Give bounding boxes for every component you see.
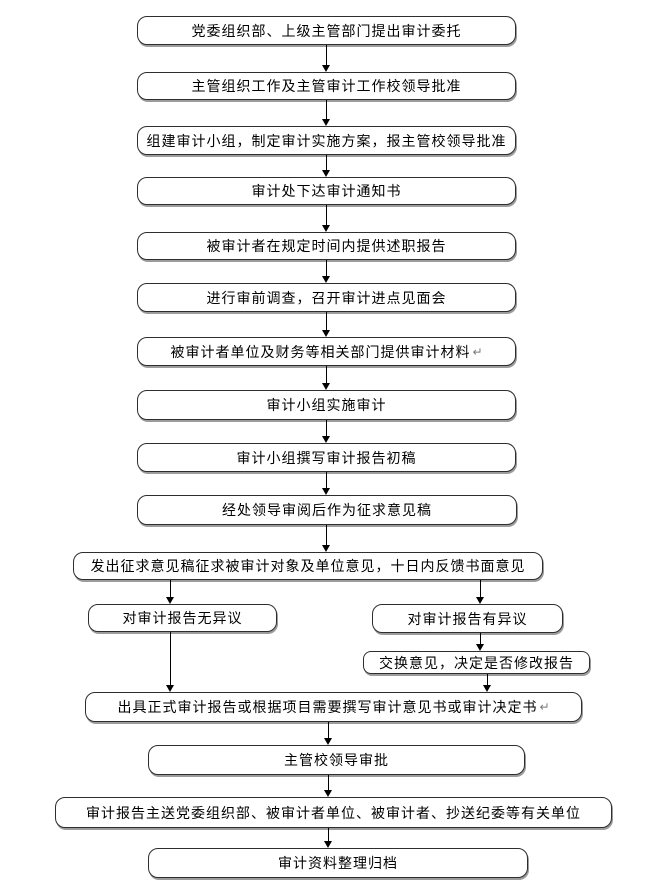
arrowhead-down-icon	[322, 119, 330, 126]
flow-node-label: 被审计者在规定时间内提供述职报告	[206, 238, 447, 254]
arrowhead-down-icon	[322, 488, 330, 495]
flow-node-label: 审计处下达审计通知书	[251, 183, 402, 199]
flow-node-18-archive-materials: 审计资料整理归档	[148, 848, 528, 878]
flow-node-label: 出具正式审计报告或根据项目需要撰写审计意见书或审计决定书	[117, 699, 538, 715]
flow-node-03-form-audit-team: 组建审计小组，制定审计实施方案，报主管校领导批准	[137, 126, 516, 155]
arrow-14-15	[483, 674, 492, 692]
arrow-9-10	[322, 472, 331, 495]
flow-node-label: 审计小组实施审计	[266, 397, 387, 413]
flow-node-label: 经处领导审阅后作为征求意见稿	[222, 502, 432, 518]
flow-node-02-leader-approval: 主管组织工作及主管审计工作校领导批准	[137, 72, 516, 100]
arrowhead-down-icon	[322, 276, 330, 283]
flow-node-15-issue-final-report: 出具正式审计报告或根据项目需要撰写审计意见书或审计决定书↵	[85, 692, 582, 722]
flow-node-label: 主管校领导审批	[284, 752, 389, 768]
flow-node-label: 交换意见，决定是否修改报告	[379, 654, 574, 671]
flow-node-label: 主管组织工作及主管审计工作校领导批准	[191, 78, 462, 94]
arrowhead-down-icon	[322, 225, 330, 232]
arrow-6-7	[322, 312, 331, 337]
arrowhead-down-icon	[322, 330, 330, 337]
arrowhead-down-icon	[166, 597, 174, 604]
return-mark: ↵	[472, 344, 483, 359]
flow-node-12-no-objection: 对审计报告无异议	[88, 604, 277, 632]
flow-node-11-solicit-opinions: 发出征求意见稿征求被审计对象及单位意见，十日内反馈书面意见	[73, 552, 543, 580]
arrow-5-6	[322, 260, 331, 283]
arrow-17-18	[324, 828, 333, 848]
arrowhead-down-icon	[322, 436, 330, 443]
flow-node-04-audit-notice: 审计处下达审计通知书	[137, 177, 516, 205]
arrowhead-down-icon	[322, 170, 330, 177]
flow-node-label: 进行审前调查，召开审计进点见面会	[206, 289, 447, 306]
flow-node-label: 对审计报告无异议	[122, 610, 243, 626]
flow-node-06-pre-audit-survey: 进行审前调查，召开审计进点见面会	[137, 283, 516, 312]
flow-node-label: 审计资料整理归档	[278, 855, 398, 871]
arrowhead-down-icon	[476, 644, 484, 651]
flow-node-label: 审计报告主送党委组织部、被审计者单位、被审计者、抄送纪委等有关单位	[86, 804, 581, 821]
arrowhead-down-icon	[324, 738, 332, 745]
flow-node-label: 发出征求意见稿征求被审计对象及单位意见，十日内反馈书面意见	[90, 558, 526, 574]
arrowhead-down-icon	[166, 685, 174, 692]
arrow-8-9	[322, 420, 331, 443]
arrowhead-down-icon	[322, 383, 330, 390]
flow-node-13-has-objection: 对审计报告有异议	[372, 604, 563, 633]
flow-node-label: 对审计报告有异议	[407, 610, 528, 627]
flow-node-05-work-report: 被审计者在规定时间内提供述职报告	[137, 232, 516, 260]
arrowhead-down-icon	[324, 841, 332, 848]
arrowhead-down-icon	[322, 65, 330, 72]
arrow-11-12	[166, 580, 175, 604]
arrow-7-8	[322, 366, 331, 390]
flow-node-09-draft-report: 审计小组撰写审计报告初稿	[137, 443, 516, 472]
arrow-16-17	[324, 775, 333, 797]
arrowhead-down-icon	[324, 790, 332, 797]
arrow-10-11	[322, 525, 331, 552]
flow-node-01-audit-request: 党委组织部、上级主管部门提出审计委托	[137, 16, 516, 45]
flow-node-label: 被审计者单位及财务等相关部门提供审计材料	[170, 343, 471, 360]
arrow-12-15	[166, 632, 175, 692]
arrow-4-5	[322, 205, 331, 232]
flow-node-16-final-approval: 主管校领导审批	[148, 745, 525, 775]
arrow-13-14	[476, 633, 485, 651]
flow-node-label: 审计小组撰写审计报告初稿	[236, 449, 417, 466]
arrow-3-4	[322, 155, 331, 177]
arrow-2-3	[322, 100, 331, 126]
arrowhead-down-icon	[476, 597, 484, 604]
arrow-15-16	[324, 722, 333, 745]
flow-node-17-distribute-report: 审计报告主送党委组织部、被审计者单位、被审计者、抄送纪委等有关单位	[55, 797, 612, 828]
return-mark: ↵	[539, 700, 550, 714]
flow-node-10-review-draft: 经处领导审阅后作为征求意见稿	[137, 495, 517, 525]
arrowhead-down-icon	[483, 685, 491, 692]
flow-node-07-provide-materials: 被审计者单位及财务等相关部门提供审计材料↵	[137, 337, 516, 366]
flow-node-label: 党委组织部、上级主管部门提出审计委托	[191, 22, 462, 39]
arrow-11-13	[476, 580, 485, 604]
flow-node-14-exchange-opinions: 交换意见，决定是否修改报告	[363, 651, 590, 674]
arrowhead-down-icon	[322, 545, 330, 552]
flow-node-label: 组建审计小组，制定审计实施方案，报主管校领导批准	[146, 132, 507, 149]
arrow-1-2	[322, 45, 331, 72]
flow-node-08-conduct-audit: 审计小组实施审计	[137, 390, 516, 420]
